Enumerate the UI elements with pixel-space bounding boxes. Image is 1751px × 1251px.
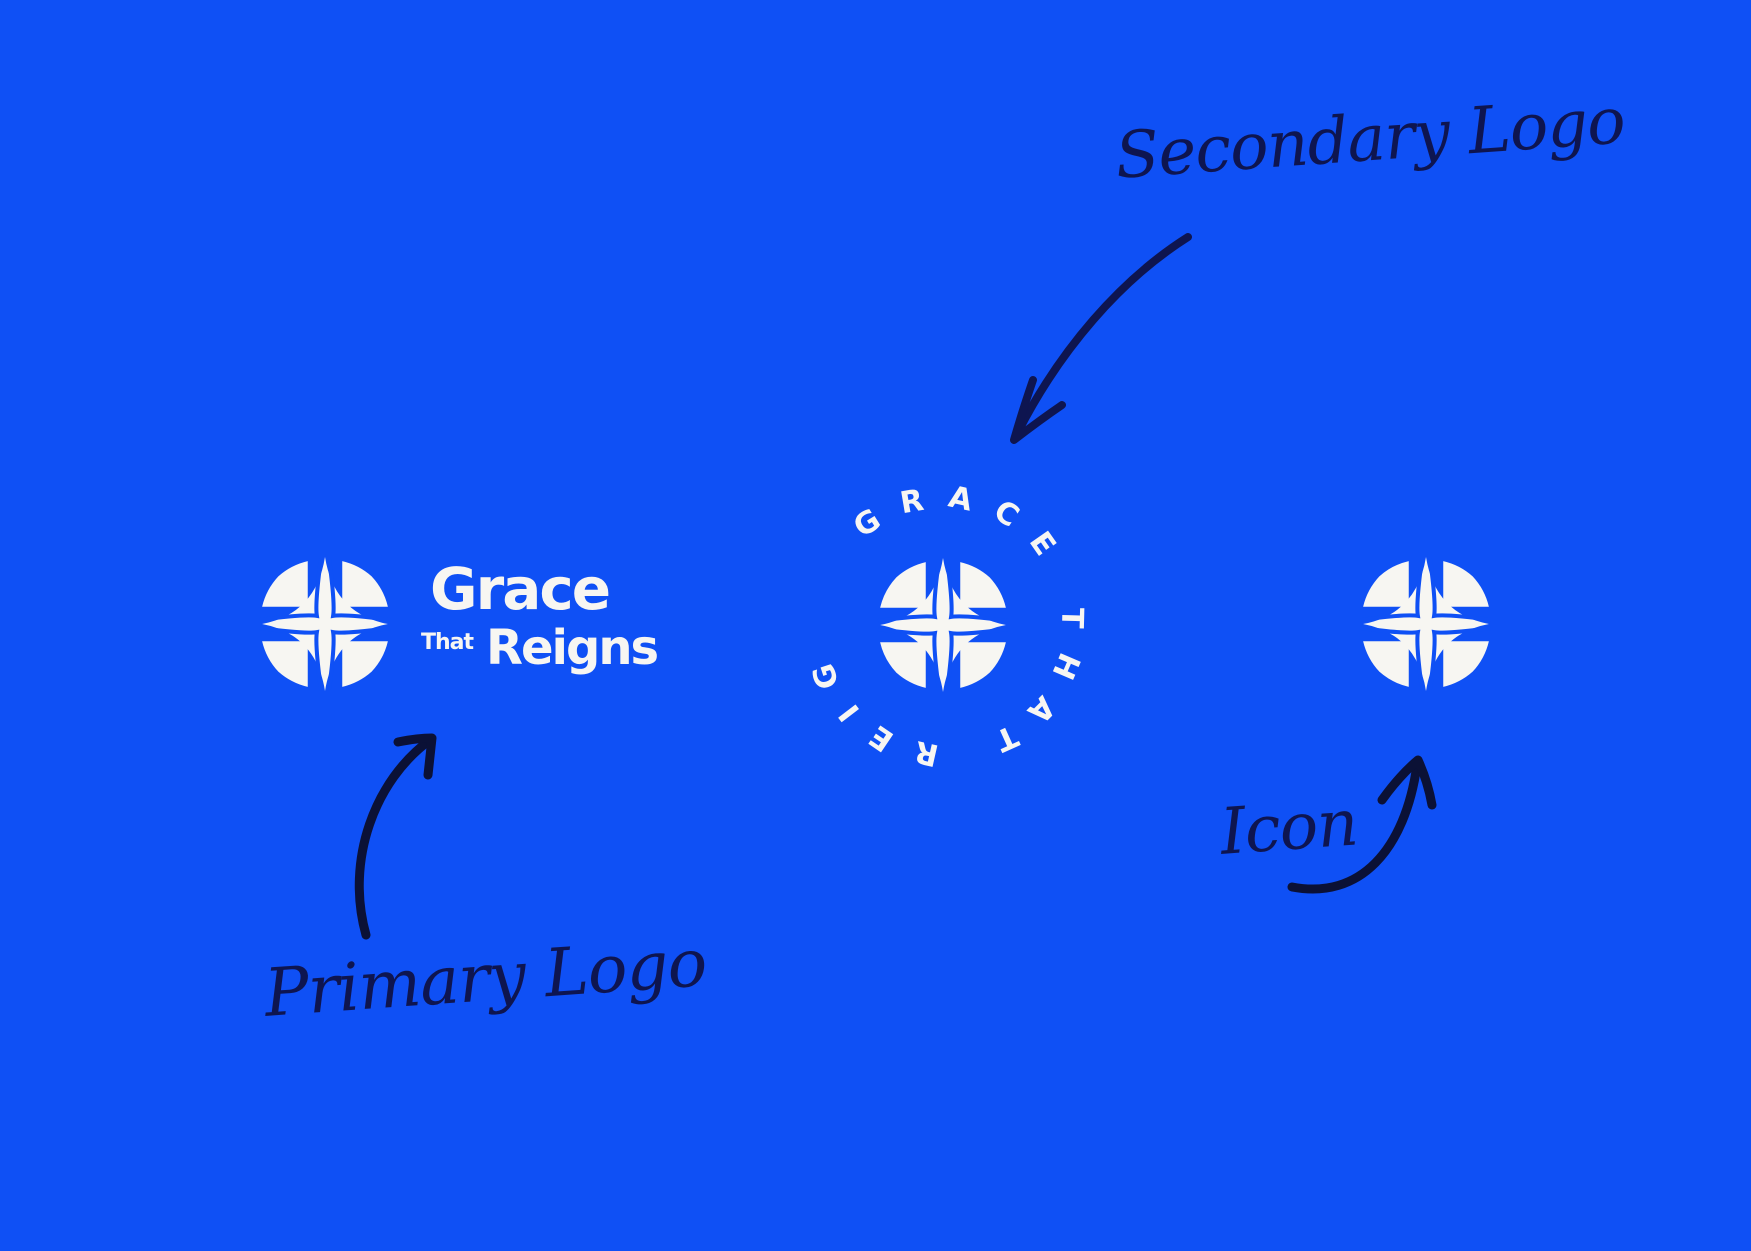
- secondary-emblem-icon: [877, 558, 1009, 692]
- primary-wordmark-reigns: Reigns: [486, 620, 659, 676]
- primary-arrow-icon: [354, 733, 437, 940]
- icon-arrow-icon: [1287, 755, 1437, 894]
- standalone-emblem-icon: [1360, 557, 1492, 691]
- primary-wordmark-line1: Grace: [430, 555, 611, 623]
- primary-emblem-icon: [259, 557, 391, 691]
- secondary-arrow-icon: [1010, 233, 1192, 444]
- icon-label: Icon: [1218, 786, 1360, 870]
- primary-wordmark-that: That: [421, 630, 474, 655]
